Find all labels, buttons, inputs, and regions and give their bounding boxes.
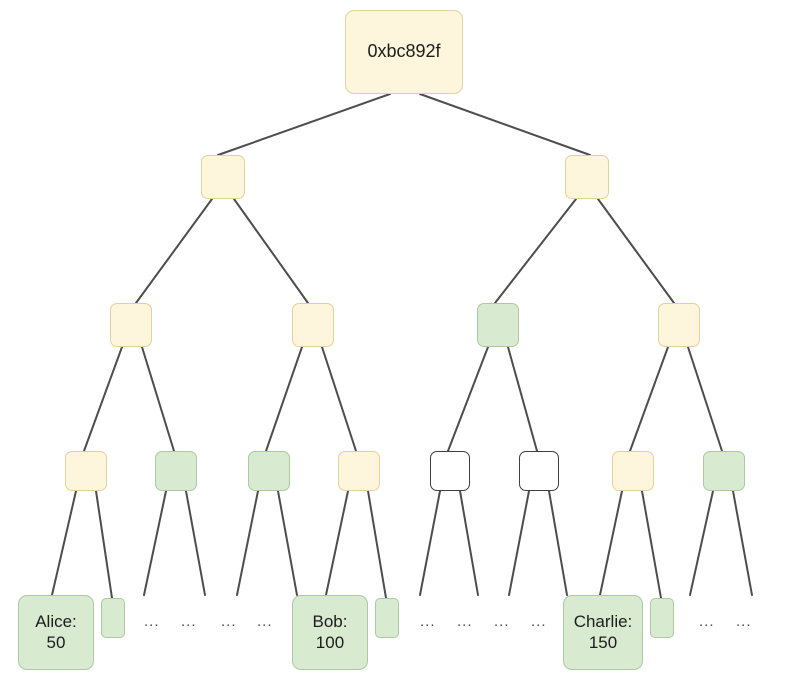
tree-edge	[459, 490, 479, 596]
tree-node-l3-7[interactable]	[703, 451, 745, 491]
tree-node-leaf-alice[interactable]: Alice: 50	[18, 595, 94, 670]
tree-edge	[236, 490, 259, 596]
tree-edge	[419, 93, 591, 156]
tree-node-leaf-a2[interactable]	[101, 598, 125, 638]
tree-ellipsis-3: ...	[221, 613, 237, 630]
tree-edge	[233, 198, 309, 304]
tree-node-l3-2[interactable]	[248, 451, 290, 491]
tree-ellipsis-5: ...	[420, 613, 436, 630]
tree-edge	[629, 346, 669, 452]
tree-node-leaf-b2[interactable]	[375, 598, 399, 638]
tree-edge	[599, 490, 623, 596]
tree-edge	[447, 346, 489, 452]
tree-node-l3-3[interactable]	[338, 451, 380, 491]
tree-ellipsis-7: ...	[494, 613, 510, 630]
tree-edge	[597, 198, 675, 304]
tree-ellipsis-8: ...	[531, 613, 547, 630]
tree-edge	[51, 490, 77, 596]
tree-node-l3-0[interactable]	[65, 451, 107, 491]
tree-ellipsis-2: ...	[181, 613, 197, 630]
tree-edge	[135, 198, 213, 304]
tree-edge	[141, 346, 175, 452]
tree-edge	[507, 346, 538, 452]
tree-node-l3-5[interactable]	[519, 451, 559, 491]
tree-edge	[548, 490, 568, 596]
tree-edge	[419, 490, 441, 596]
tree-ellipsis-4: ...	[257, 613, 273, 630]
tree-edge	[367, 490, 387, 599]
tree-edge	[508, 490, 530, 596]
tree-node-l2-2[interactable]	[477, 303, 519, 347]
tree-node-l2-0[interactable]	[110, 303, 152, 347]
tree-edge	[641, 490, 662, 599]
tree-edge	[143, 490, 167, 596]
tree-node-l1-1[interactable]	[565, 155, 609, 199]
tree-edge	[732, 490, 753, 596]
tree-node-leaf-bob[interactable]: Bob: 100	[292, 595, 368, 670]
tree-ellipsis-10: ...	[736, 613, 752, 630]
tree-node-leaf-charlie[interactable]: Charlie: 150	[563, 595, 643, 670]
tree-edge	[325, 490, 349, 596]
tree-edge	[185, 490, 206, 596]
tree-node-l3-4[interactable]	[430, 451, 470, 491]
tree-edge	[277, 490, 298, 596]
tree-edge	[687, 346, 723, 452]
tree-node-l2-1[interactable]	[292, 303, 334, 347]
tree-edge	[217, 93, 391, 156]
tree-node-leaf-c2[interactable]	[650, 598, 674, 638]
tree-ellipsis-6: ...	[457, 613, 473, 630]
tree-node-l3-1[interactable]	[155, 451, 197, 491]
tree-edge	[83, 346, 123, 452]
tree-node-l2-3[interactable]	[658, 303, 700, 347]
tree-node-l3-6[interactable]	[612, 451, 654, 491]
tree-edge	[494, 198, 577, 304]
tree-ellipsis-9: ...	[699, 613, 715, 630]
tree-ellipsis-1: ...	[144, 613, 160, 630]
tree-node-l1-0[interactable]	[201, 155, 245, 199]
tree-edge	[265, 346, 303, 452]
tree-edge	[689, 490, 714, 596]
tree-node-root[interactable]: 0xbc892f	[345, 10, 463, 94]
tree-edge	[321, 346, 357, 452]
tree-edge	[95, 490, 113, 599]
